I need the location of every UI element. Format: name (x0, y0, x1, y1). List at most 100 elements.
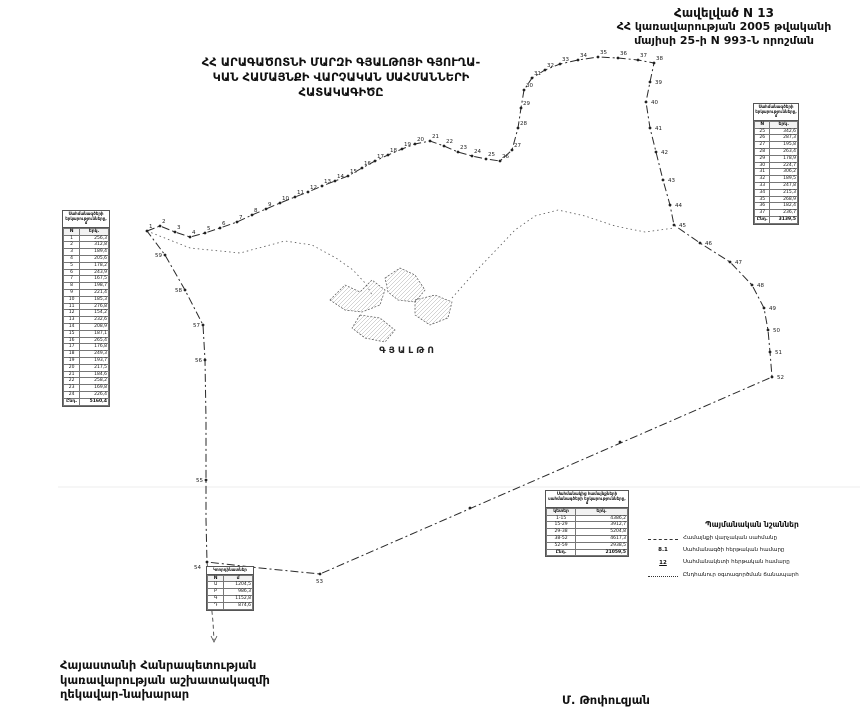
boundary-point-marker (468, 506, 472, 510)
table-cell: 178,2 (79, 261, 109, 270)
boundary-point-marker (173, 230, 177, 234)
boundary-point-label: 51 (775, 350, 782, 356)
boundary-point-marker (413, 142, 417, 146)
outer-boundary-line (146, 56, 773, 575)
boundary-point-marker (320, 184, 324, 188)
table-cell: N (206, 574, 225, 583)
table-cell: 5 (62, 261, 81, 270)
boundary-point-marker (644, 100, 648, 104)
boundary-point-marker (654, 150, 658, 154)
boundary-point-label: 12 (310, 185, 317, 191)
boundary-point-marker (293, 195, 297, 199)
boundary-point-marker (698, 241, 702, 245)
boundary-point-label: 33 (562, 57, 569, 63)
boundary-point-marker (386, 153, 390, 157)
decree-line-2: մայիսի 25-ի N 993-Ն որոշման (634, 34, 814, 47)
table-cell: 15-29 (545, 521, 577, 530)
table-title: Կոորդինատներ (207, 567, 253, 575)
table-cell: 1204,5 (223, 581, 253, 590)
table-title: Սահմանագծերի երկարությունները, մ (63, 211, 109, 228)
internal-line-west (146, 230, 373, 296)
table-cell: 3912,7 (575, 521, 628, 530)
boundary-point-label: 31 (534, 71, 541, 77)
legend-symbol-line-dotted (648, 573, 678, 577)
boundary-point-marker (543, 68, 547, 72)
boundary-point-label: 5 (207, 226, 211, 232)
table-cell: Ընդ. (753, 215, 771, 224)
table-cell: 18 (62, 350, 81, 358)
appendix-header: Հավելված N 13 ՀՀ կառավարության 2005 թվակ… (596, 6, 852, 48)
boundary-point-label: 44 (675, 203, 682, 209)
table-cell: 17 (62, 343, 81, 352)
table-cell: 28 (753, 147, 771, 156)
table-cell: 189,5 (769, 175, 798, 183)
appendix-number: Հավելված N 13 (674, 6, 774, 20)
legend-label: Համայնքի վարչական սահմանը (683, 535, 777, 541)
table-cell: 154,2 (79, 309, 109, 318)
boundary-point-label: 34 (580, 53, 587, 59)
table-cell: 189,4 (79, 248, 109, 256)
table-cell: 268,9 (769, 195, 798, 204)
boundary-point-label: 56 (195, 358, 202, 364)
boundary-point-label: 9 (268, 202, 272, 208)
boundary-point-label: 15 (350, 169, 357, 175)
table-cell: Ա (206, 581, 225, 590)
table-cell: N (753, 120, 771, 129)
boundary-point-marker (652, 61, 656, 65)
table-cell: 38-52 (545, 534, 577, 543)
table-cell: 1152,8 (223, 594, 253, 603)
table-cell: 19 (62, 356, 81, 365)
boundary-point-marker (519, 106, 523, 110)
boundary-point-label: 53 (316, 579, 323, 585)
table-cell: երկ. (79, 227, 109, 236)
boundary-point-marker (250, 213, 254, 217)
boundary-point-label: 40 (651, 100, 658, 106)
table-cell: N (62, 227, 81, 236)
boundary-point-label: 21 (432, 134, 439, 140)
boundary-point-label: 48 (757, 283, 764, 289)
boundary-point-label: 47 (735, 260, 742, 266)
table-cell: 33 (753, 181, 771, 190)
boundary-point-marker (456, 150, 460, 154)
boundary-point-label: 26 (502, 154, 509, 160)
table-cell: 9 (62, 288, 81, 297)
boundary-point-label: 25 (488, 152, 495, 158)
boundary-point-label: 24 (474, 149, 481, 155)
boundary-point-marker (510, 148, 514, 152)
boundary-point-label: 16 (364, 161, 371, 167)
table-cell: կետեր (545, 507, 577, 516)
boundary-point-label: 2 (162, 219, 166, 225)
legend-symbol-text: 8.1 (658, 547, 668, 554)
boundary-point-label: 11 (297, 190, 304, 196)
boundary-point-marker (522, 88, 526, 92)
boundary-point-label: 35 (600, 50, 607, 56)
table-cell: 208,9 (79, 322, 109, 331)
table-cell: 2 (62, 241, 81, 250)
table-cell: 8 (62, 282, 81, 290)
boundary-point-marker (306, 190, 310, 194)
boundary-point-label: 50 (773, 328, 780, 334)
boundary-point-marker (218, 226, 222, 230)
